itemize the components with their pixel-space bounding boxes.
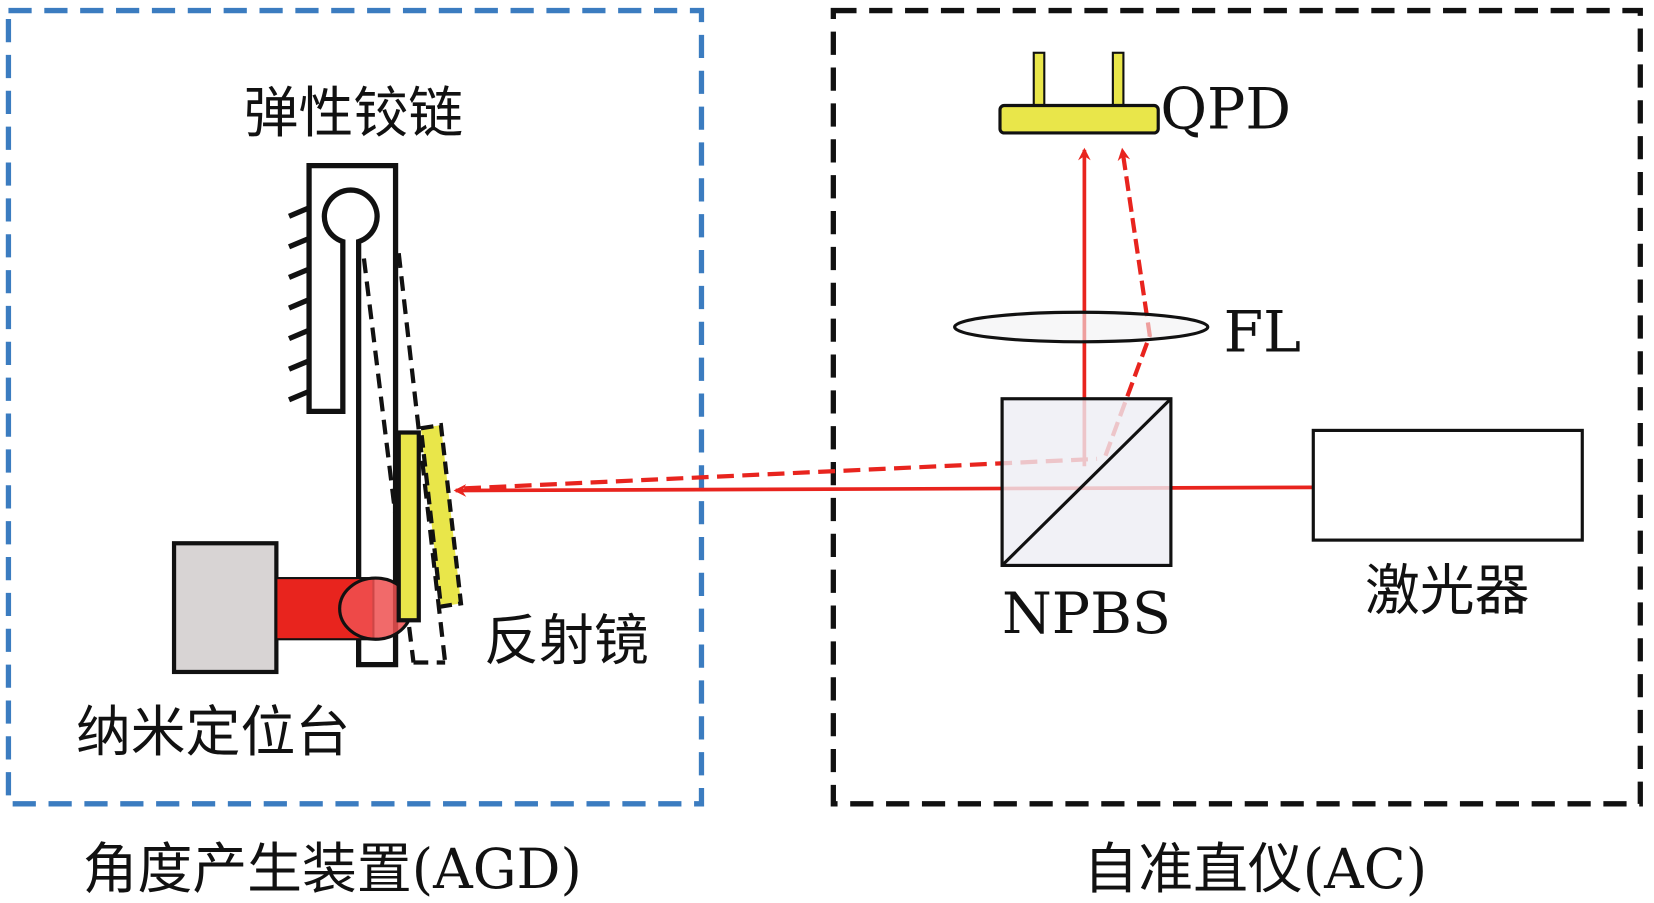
nano-stage-label: 纳米定位台 <box>76 700 350 764</box>
agd-group-label: 角度产生装置(AGD) <box>83 837 582 901</box>
npbs-split-plane <box>1000 397 1172 567</box>
laser-label: 激光器 <box>1365 559 1530 623</box>
nano-stage <box>171 541 279 675</box>
ac-group-box <box>830 7 1643 807</box>
npbs-label: NPBS <box>1002 581 1171 647</box>
reflected-beam-dashed <box>464 456 1098 491</box>
agd-group-box <box>5 7 705 807</box>
incident-beam <box>453 484 1314 497</box>
laser-box <box>1311 428 1584 542</box>
fixed-support-hatching <box>288 205 311 403</box>
hinge-label: 弹性铰链 <box>244 81 463 145</box>
qpd-detector <box>998 103 1160 135</box>
flexure-hinge <box>306 162 399 668</box>
focusing-lens <box>953 310 1210 344</box>
qpd-pin-right <box>1111 51 1125 109</box>
qpd-label: QPD <box>1160 77 1291 143</box>
qpd-pin-left <box>1032 51 1046 109</box>
ac-group-label: 自准直仪(AC) <box>1083 837 1427 901</box>
lens-label: FL <box>1224 299 1301 365</box>
mirror <box>396 430 421 623</box>
mirror-label: 反射镜 <box>484 608 649 672</box>
tilted-mirror <box>418 422 464 609</box>
